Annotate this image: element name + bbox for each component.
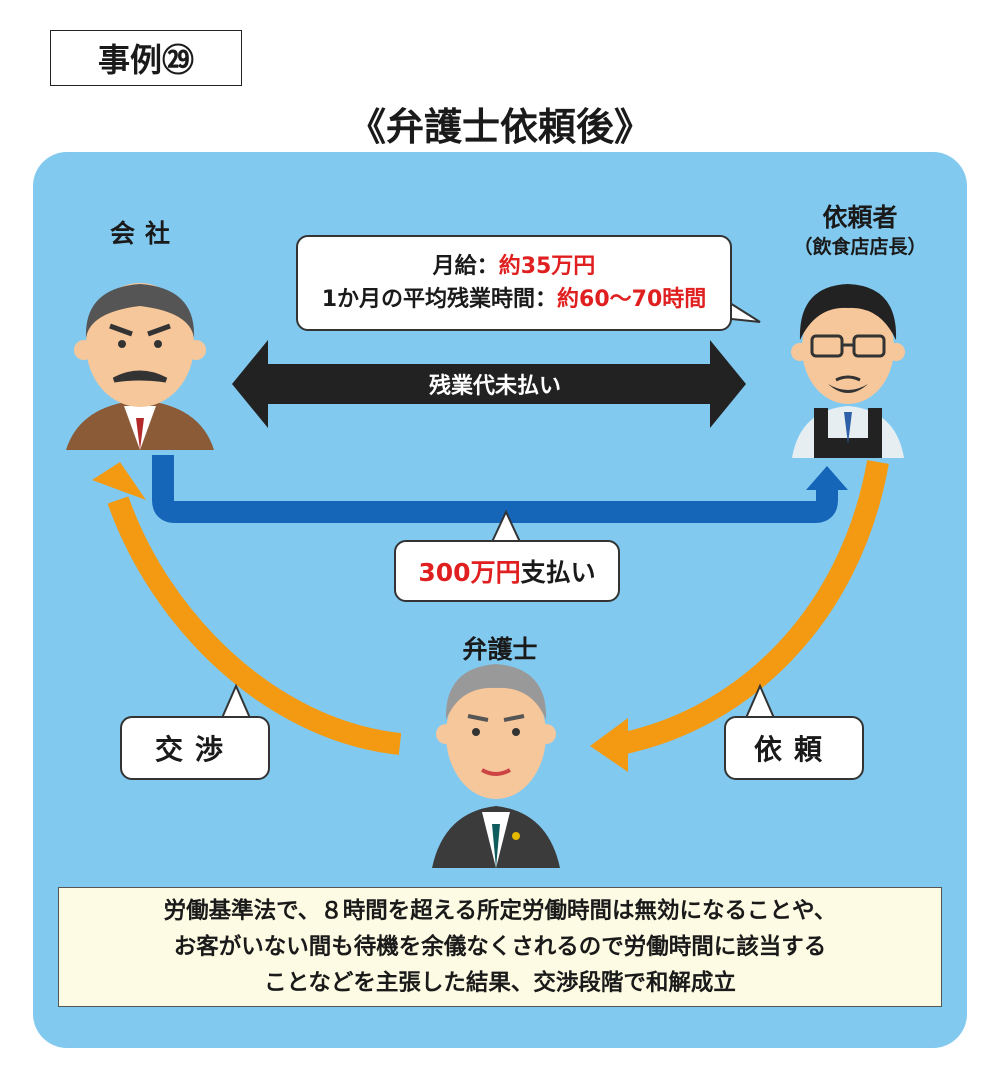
unpaid-arrow-label: 残業代未払い <box>428 374 561 399</box>
note-line: 労働基準法で、８時間を超える所定労働時間は無効になることや、 <box>163 898 837 924</box>
client-sublabel: （飲食店店長） <box>793 236 927 258</box>
client-label: 依頼者 <box>822 203 898 232</box>
note-line: お客がいない間も待機を余儀なくされるので労働時間に該当する <box>173 934 827 960</box>
client-illustration <box>791 284 905 458</box>
payment-amount: 300万円 <box>418 558 521 587</box>
request-arrow <box>617 460 889 755</box>
unpaid-double-arrow <box>232 340 746 428</box>
company-label: 会社 <box>109 219 180 248</box>
lawyer-label: 弁護士 <box>462 635 538 664</box>
note-line: ことなどを主張した結果、交渉段階で和解成立 <box>264 970 736 996</box>
payment-arrow <box>152 455 838 523</box>
overtime-line: 1か月の平均残業時間：約60〜70時間 <box>321 287 707 312</box>
negotiation-arrow <box>107 496 402 755</box>
negotiation-arrowhead <box>92 462 146 500</box>
page-title: 《弁護士依頼後》 <box>347 105 652 149</box>
case-label: 事例㉙ <box>50 30 242 86</box>
request-bubble: 依頼 <box>724 716 864 780</box>
salary-line-1: 月給：約35万円 <box>432 254 596 279</box>
negotiation-bubble: 交渉 <box>120 716 270 780</box>
company-boss-illustration <box>66 283 214 450</box>
salary-bubble: 月給：約35万円 1か月の平均残業時間：約60〜70時間 <box>296 235 732 331</box>
result-note: 労働基準法で、８時間を超える所定労働時間は無効になることや、 お客がいない間も待… <box>58 887 942 1007</box>
payment-bubble: 300万円支払い <box>394 540 620 602</box>
request-arrowhead <box>590 718 628 772</box>
lawyer-illustration <box>432 664 560 868</box>
payment-suffix: 支払い <box>520 558 596 587</box>
payment-arrowhead <box>806 466 848 490</box>
